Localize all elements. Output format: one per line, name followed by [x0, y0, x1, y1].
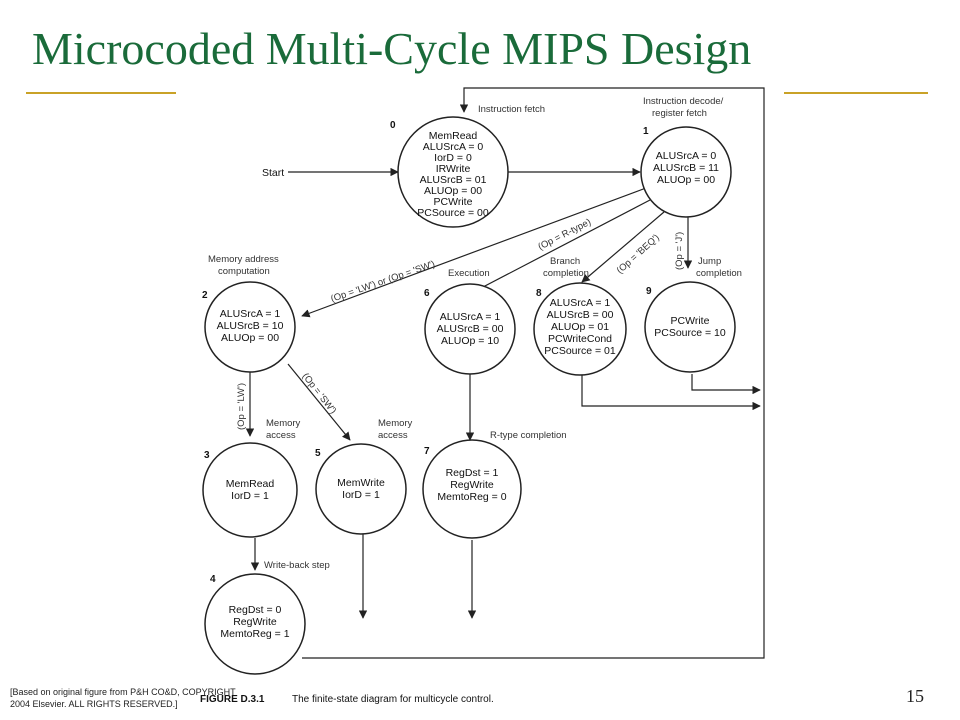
- state-2-number: 2: [202, 290, 208, 301]
- state-6-number: 6: [424, 288, 430, 299]
- state-7-label: R-type completion: [490, 430, 567, 441]
- state-9: 9 Jump completion PCWrite PCSource = 10: [644, 256, 742, 373]
- state-8-line-2: ALUSrcB = 00: [547, 309, 614, 321]
- state-1-line-3: ALUOp = 00: [657, 174, 715, 186]
- state-0-number: 0: [390, 120, 396, 131]
- state-5-line-2: IorD = 1: [342, 489, 380, 501]
- state-4-line-1: RegDst = 0: [229, 604, 282, 616]
- state-2-line-3: ALUOp = 00: [221, 332, 279, 344]
- state-0-label: Instruction fetch: [478, 104, 545, 115]
- state-8-line-4: PCWriteCond: [548, 333, 612, 345]
- state-9-line-1: PCWrite: [671, 315, 710, 327]
- state-0-line-1: MemRead: [429, 130, 478, 142]
- figure-number: FIGURE D.3.1: [200, 694, 265, 705]
- state-4-number: 4: [210, 574, 216, 585]
- state-7-line-2: RegWrite: [450, 479, 494, 491]
- state-4-line-2: RegWrite: [233, 616, 277, 628]
- state-4-line-3: MemtoReg = 1: [220, 628, 289, 640]
- arrow-return-to-0: [302, 87, 765, 659]
- footnote-line-2: 2004 Elsevier. ALL RIGHTS RESERVED.]: [10, 699, 178, 709]
- transition-label-to-8: (Op = 'BEQ'): [615, 232, 662, 276]
- state-5-number: 5: [315, 448, 321, 459]
- state-8-line-3: ALUOp = 01: [551, 321, 609, 333]
- state-3-line-2: IorD = 1: [231, 490, 269, 502]
- state-4: 4 Write-back step RegDst = 0 RegWrite Me…: [204, 560, 330, 675]
- figure-caption: The finite-state diagram for multicycle …: [292, 694, 494, 705]
- state-6-line-3: ALUOp = 10: [441, 335, 499, 347]
- state-0-line-7: PCWrite: [434, 196, 473, 208]
- state-5-label-1: Memory: [378, 418, 413, 429]
- start-label: Start: [262, 167, 284, 179]
- state-3-line-1: MemRead: [226, 478, 275, 490]
- state-8-label-1: Branch: [550, 256, 580, 267]
- footnote-line-1: [Based on original figure from P&H CO&D,…: [10, 687, 236, 697]
- title-rule-left: [26, 92, 176, 94]
- footnote: [Based on original figure from P&H CO&D,…: [10, 686, 236, 710]
- state-4-label: Write-back step: [264, 560, 330, 571]
- transition-label-to-2: (Op = 'LW') or (Op = 'SW'): [329, 259, 436, 305]
- state-9-label-1: Jump: [698, 256, 721, 267]
- state-0-line-4: IRWrite: [436, 163, 471, 175]
- state-0-line-8: PCSource = 00: [417, 207, 489, 219]
- state-1-label-1: Instruction decode/: [643, 96, 724, 107]
- state-1-line-2: ALUSrcB = 11: [653, 162, 719, 174]
- state-7: 7 R-type completion RegDst = 1 RegWrite …: [422, 430, 567, 539]
- slide-title: Microcoded Multi-Cycle MIPS Design: [32, 23, 752, 74]
- state-6-line-1: ALUSrcA = 1: [440, 311, 501, 323]
- transition-label-to-9: (Op = 'J'): [674, 232, 685, 270]
- page-number: 15: [906, 686, 924, 706]
- state-7-number: 7: [424, 446, 430, 457]
- state-3-number: 3: [204, 450, 210, 461]
- state-8-line-5: PCSource = 01: [544, 345, 616, 357]
- state-1-label-2: register fetch: [652, 108, 707, 119]
- state-6: 6 Execution ALUSrcA = 1 ALUSrcB = 00 ALU…: [424, 268, 516, 375]
- title-rule-right: [784, 92, 928, 94]
- state-8: 8 Branch completion ALUSrcA = 1 ALUSrcB …: [533, 256, 627, 376]
- state-1-line-1: ALUSrcA = 0: [656, 150, 717, 162]
- state-5-label-2: access: [378, 430, 408, 441]
- state-9-line-2: PCSource = 10: [654, 327, 726, 339]
- state-0-line-2: ALUSrcA = 0: [423, 141, 484, 153]
- state-0-line-3: IorD = 0: [434, 152, 472, 164]
- state-2: 2 Memory address computation ALUSrcA = 1…: [202, 254, 296, 373]
- state-1-number: 1: [643, 126, 649, 137]
- state-0-line-5: ALUSrcB = 01: [420, 174, 487, 186]
- fsm-diagram: 0 Instruction fetch MemRead ALUSrcA = 0 …: [200, 87, 765, 705]
- transition-label-to-3: (Op = 'LW'): [236, 383, 247, 430]
- state-5-line-1: MemWrite: [337, 477, 385, 489]
- arrow-1-to-8: [581, 211, 665, 283]
- state-1: 1 Instruction decode/ register fetch ALU…: [640, 96, 732, 218]
- arrow-1-to-2: [301, 187, 647, 318]
- state-8-number: 8: [536, 288, 542, 299]
- state-2-line-1: ALUSrcA = 1: [220, 308, 281, 320]
- state-7-line-1: RegDst = 1: [446, 467, 499, 479]
- arrow-1-to-6: [459, 199, 651, 300]
- state-0-line-6: ALUOp = 00: [424, 185, 482, 197]
- state-3-label-2: access: [266, 430, 296, 441]
- state-8-label-2: completion: [543, 268, 589, 279]
- state-2-line-2: ALUSrcB = 10: [217, 320, 284, 332]
- state-2-label-1: Memory address: [208, 254, 279, 265]
- state-9-label-2: completion: [696, 268, 742, 279]
- state-9-number: 9: [646, 286, 652, 297]
- state-3: 3 Memory access MemRead IorD = 1: [202, 418, 301, 538]
- arrow-8-return: [581, 374, 761, 411]
- state-7-line-3: MemtoReg = 0: [437, 491, 506, 503]
- state-8-line-1: ALUSrcA = 1: [550, 297, 611, 309]
- state-6-line-2: ALUSrcB = 00: [437, 323, 504, 335]
- state-2-label-2: computation: [218, 266, 270, 277]
- arrow-9-return: [691, 374, 761, 395]
- state-0: 0 Instruction fetch MemRead ALUSrcA = 0 …: [390, 104, 545, 228]
- transition-label-to-5: (Op = 'SW'): [300, 371, 339, 416]
- arrow-2-to-5: [287, 363, 351, 441]
- state-6-label: Execution: [448, 268, 490, 279]
- state-3-label-1: Memory: [266, 418, 301, 429]
- state-5: 5 Memory access MemWrite IorD = 1: [315, 418, 413, 535]
